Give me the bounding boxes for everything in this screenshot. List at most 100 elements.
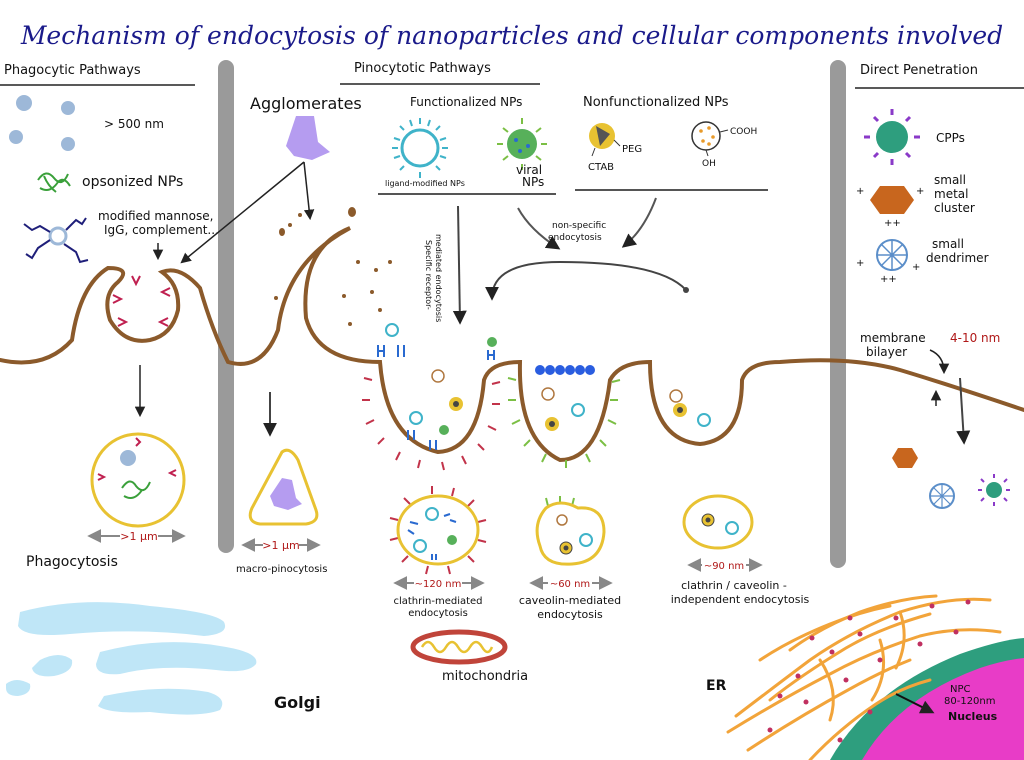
mannose-np-icon bbox=[23, 217, 89, 264]
label-bg bbox=[263, 537, 299, 553]
modified-label-1: modified mannose, bbox=[98, 209, 213, 223]
er-ribosomes bbox=[767, 599, 971, 743]
metal-label-1: small bbox=[934, 173, 966, 187]
clathrin-size: ~120 nm bbox=[415, 579, 462, 590]
caveolin-coat bbox=[535, 365, 595, 375]
dendrimer-label-1: small bbox=[932, 237, 964, 251]
section-pinocytotic: Pinocytotic Pathways bbox=[354, 61, 491, 76]
mitochondria-label: mitochondria bbox=[442, 669, 528, 684]
membrane-size: 4-10 nm bbox=[950, 331, 1000, 345]
plasma-membrane bbox=[0, 226, 1024, 463]
svg-text:++: ++ bbox=[880, 274, 897, 285]
surface-nps bbox=[385, 323, 497, 347]
caveolin-size: ~60 nm bbox=[550, 579, 590, 590]
label-bg bbox=[120, 528, 158, 544]
viral-label-1: viral bbox=[516, 163, 542, 177]
nonspecific-label-1: non-specific bbox=[552, 221, 606, 231]
oh-label: OH bbox=[702, 159, 716, 169]
section-phagocytic: Phagocytic Pathways bbox=[4, 63, 141, 78]
svg-text:+: + bbox=[916, 186, 924, 197]
clathrin-pit-cargo bbox=[407, 369, 463, 450]
caveolin-label-2: endocytosis bbox=[537, 608, 603, 621]
phago-size: >1 µm bbox=[120, 530, 157, 543]
arrow bbox=[929, 349, 950, 375]
er-network bbox=[726, 594, 1002, 760]
cooh-label: COOH bbox=[730, 127, 757, 137]
arrow bbox=[956, 377, 971, 445]
metal-cluster-internalized bbox=[892, 448, 918, 468]
label-bg bbox=[548, 575, 592, 591]
phago-size-label: > 500 nm bbox=[104, 117, 164, 131]
arrow bbox=[485, 260, 687, 301]
clathrin-coat bbox=[362, 377, 501, 471]
independent-pit-cargo bbox=[669, 389, 711, 427]
svg-text:++: ++ bbox=[884, 218, 901, 229]
membrane-label-1: membrane bbox=[860, 331, 926, 345]
caveolae-cargo bbox=[541, 387, 585, 431]
phagocytic-receptors bbox=[112, 275, 171, 327]
peg-ctab-np-icon bbox=[589, 123, 621, 157]
dendrimer-label-2: dendrimer bbox=[926, 251, 989, 265]
arrow bbox=[180, 161, 305, 264]
caveolin-vesicle bbox=[535, 496, 606, 566]
label-bg bbox=[414, 575, 462, 591]
dendrimer-internalized bbox=[929, 483, 955, 509]
npc-label-2: 80-120nm bbox=[944, 696, 996, 707]
metal-label-2: metal bbox=[934, 187, 968, 201]
fluid-droplets bbox=[274, 207, 392, 326]
caveolin-label-1: caveolin-mediated bbox=[519, 594, 621, 607]
label-bg bbox=[702, 557, 746, 573]
caveolae-spikes bbox=[507, 377, 621, 468]
nucleus bbox=[830, 638, 1024, 760]
section-direct: Direct Penetration bbox=[860, 63, 978, 78]
specific-route-label-2: mediated endocytosis bbox=[434, 234, 443, 322]
modified-label-2: IgG, complement... bbox=[104, 223, 219, 237]
dendrimer-icon: + + ++ bbox=[856, 239, 920, 285]
macropinocytosis-label: macro-pinocytosis bbox=[236, 564, 327, 575]
golgi-label: Golgi bbox=[274, 693, 321, 712]
nucleus-label: Nucleus bbox=[948, 710, 998, 723]
membrane-label-2: bilayer bbox=[866, 345, 907, 359]
cooh-oh-np-icon bbox=[691, 121, 729, 157]
cpp-icon bbox=[864, 109, 920, 165]
peg-label: PEG bbox=[622, 144, 642, 155]
mitochondria-icon bbox=[410, 629, 508, 665]
phagosome bbox=[90, 432, 186, 528]
large-particles bbox=[9, 95, 75, 151]
svg-text:+: + bbox=[856, 258, 864, 269]
agglomerates-label: Agglomerates bbox=[250, 94, 362, 113]
arrow bbox=[303, 161, 315, 221]
ctab-label: CTAB bbox=[588, 162, 614, 173]
clathrin-vesicle bbox=[389, 486, 487, 575]
clathrin-label-1: clathrin-mediated bbox=[393, 596, 482, 607]
independent-vesicle bbox=[682, 494, 754, 550]
indep-label-2: independent endocytosis bbox=[671, 593, 810, 606]
ligand-modified-np-icon bbox=[392, 118, 448, 178]
cpps-label: CPPs bbox=[936, 131, 965, 145]
nonspecific-label-2: endocytosis bbox=[548, 233, 602, 243]
metal-label-3: cluster bbox=[934, 201, 975, 215]
svg-text:+: + bbox=[912, 262, 920, 273]
golgi-icon bbox=[6, 602, 257, 715]
clathrin-label-2: endocytosis bbox=[408, 608, 468, 619]
arrow bbox=[517, 207, 561, 250]
arrow bbox=[895, 693, 935, 714]
specific-route-label-1: Specific receptor- bbox=[424, 240, 433, 310]
npc-label-1: NPC bbox=[950, 684, 971, 695]
opsonized-np-icon bbox=[37, 172, 71, 193]
nonfunctionalized-title: Nonfunctionalized NPs bbox=[583, 95, 729, 110]
agglomerate-icon bbox=[286, 116, 330, 160]
arrow bbox=[452, 205, 467, 325]
diagram-title: Mechanism of endocytosis of nanoparticle… bbox=[20, 21, 1003, 50]
er-label: ER bbox=[706, 678, 727, 694]
arrow-end-dot bbox=[683, 287, 689, 293]
indep-size: ~90 nm bbox=[704, 561, 744, 572]
macro-size: >1 µm bbox=[262, 539, 299, 552]
viral-np-icon bbox=[497, 118, 547, 170]
surface-receptors bbox=[377, 345, 495, 360]
opsonized-label: opsonized NPs bbox=[82, 174, 183, 190]
functionalized-title: Functionalized NPs bbox=[410, 95, 522, 109]
arrow bbox=[621, 197, 657, 248]
phagocytosis-label: Phagocytosis bbox=[26, 554, 118, 570]
